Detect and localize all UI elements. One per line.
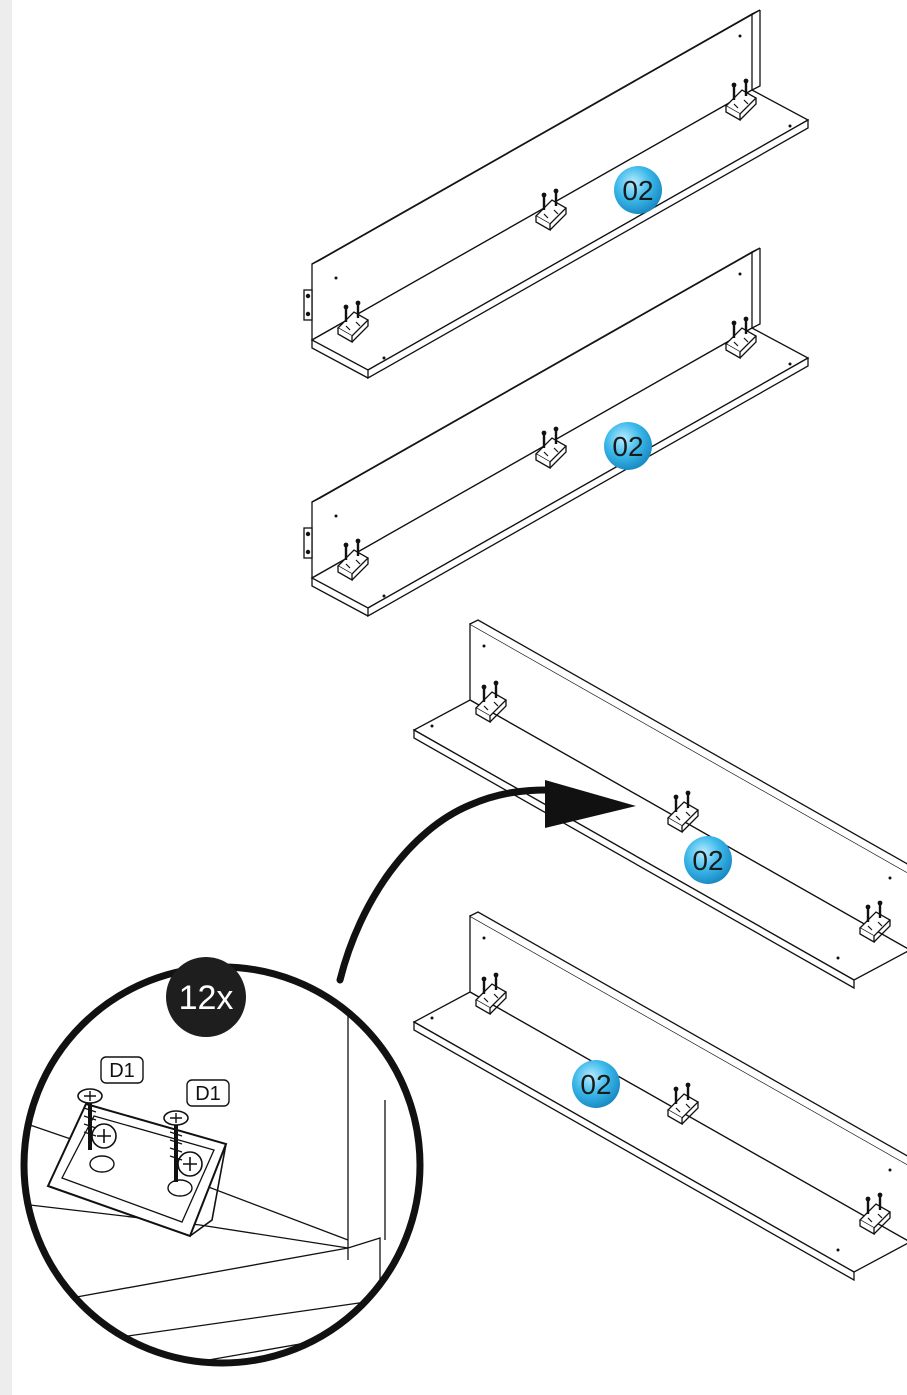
part-number-badge: 02: [604, 422, 652, 470]
corner-bracket: [46, 1102, 228, 1238]
hardware-label-d1-right: D1: [186, 1079, 230, 1107]
part-number-badge: 02: [614, 166, 662, 214]
quantity-badge: 12x: [166, 957, 246, 1037]
hardware-code: D1: [195, 1083, 221, 1105]
hardware-detail-callout: D1 D1 12x: [20, 957, 424, 1367]
part-number-label: 02: [622, 175, 653, 206]
shelf-panel-2: 02: [304, 248, 808, 616]
hardware-label-d1-left: D1: [100, 1056, 144, 1084]
part-number-badge: 02: [684, 836, 732, 884]
shelf-panel-3: 02: [414, 620, 907, 988]
screw-d1-left: [77, 1088, 103, 1150]
screw-d1-right: [163, 1110, 189, 1182]
shelf-panel-4: 02: [414, 912, 907, 1280]
part-number-label: 02: [580, 1069, 611, 1100]
shelf-panel-1: 02: [304, 10, 808, 378]
part-number-badge: 02: [572, 1060, 620, 1108]
part-number-label: 02: [612, 431, 643, 462]
rotation-arrow-icon: [336, 780, 636, 984]
page-margin-strip: [0, 0, 12, 1395]
quantity-label: 12x: [179, 979, 234, 1017]
part-number-label: 02: [692, 845, 723, 876]
hardware-code: D1: [109, 1060, 135, 1082]
